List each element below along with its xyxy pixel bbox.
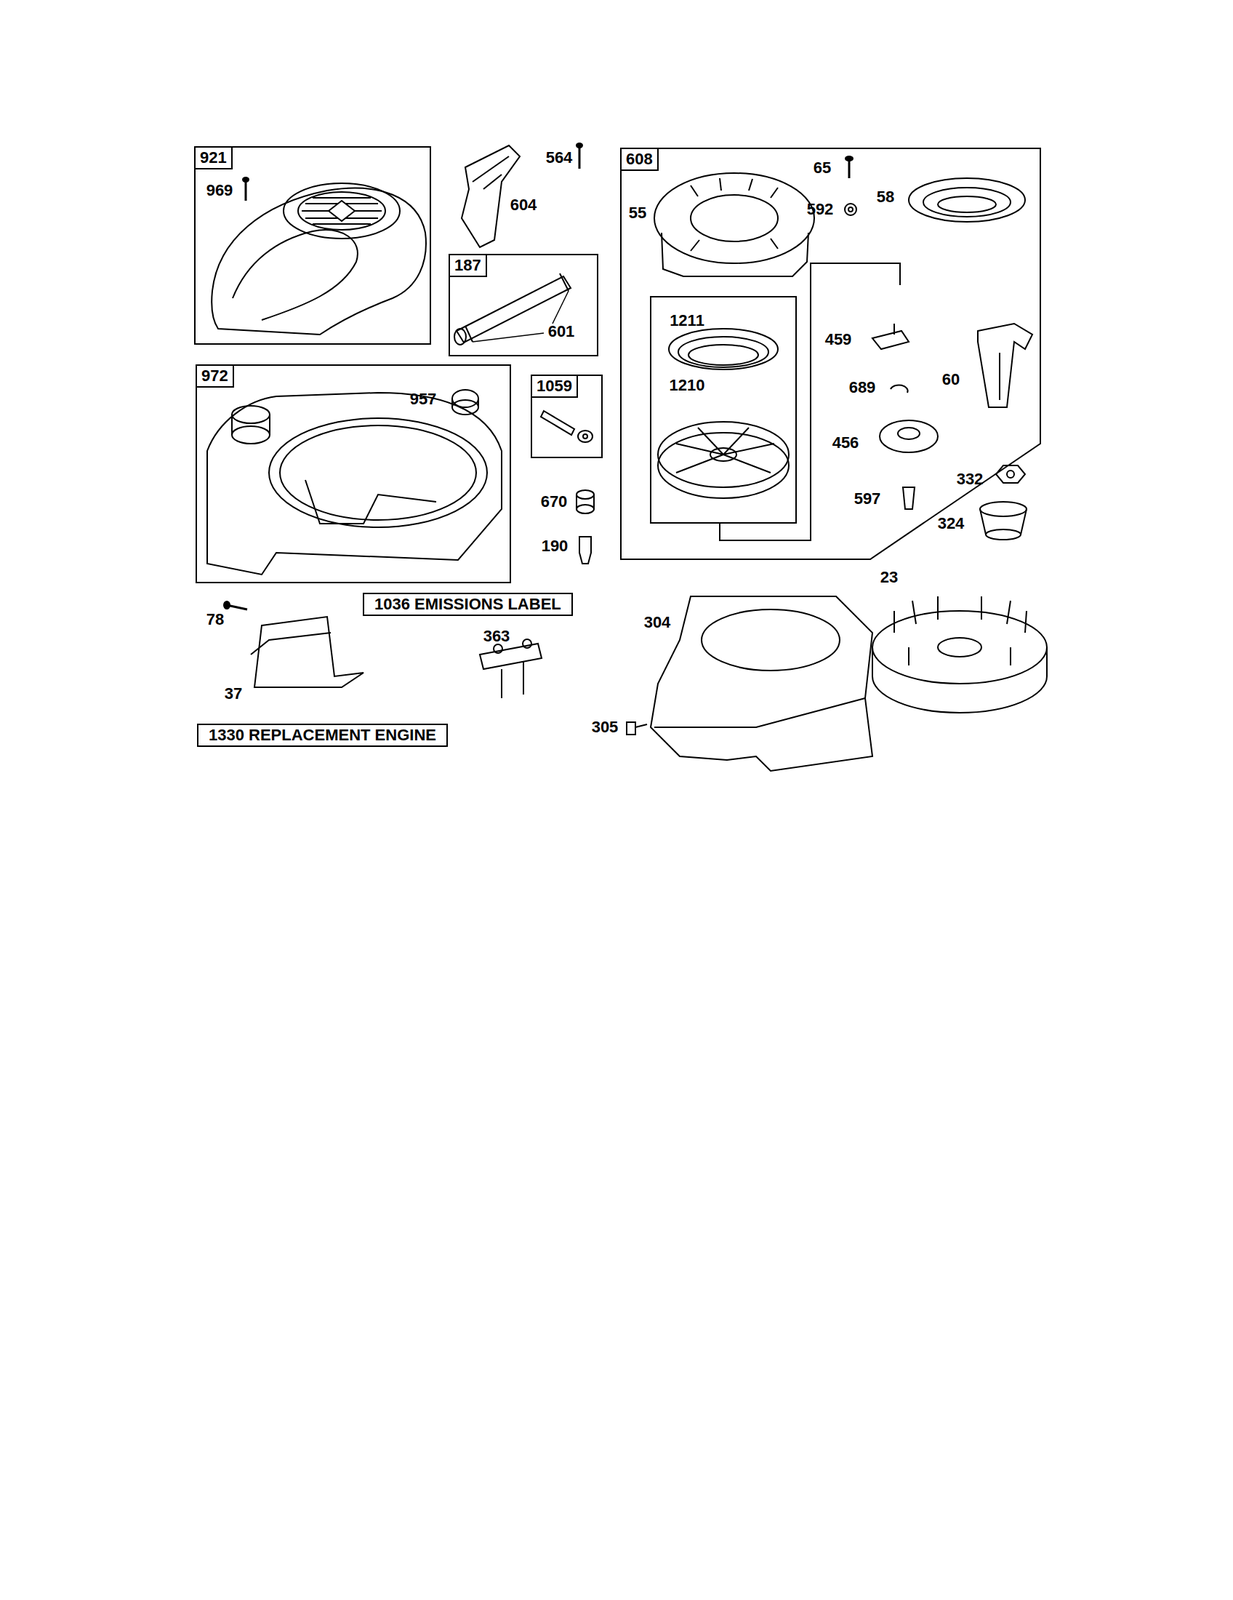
callout-number: 305 — [591, 718, 619, 736]
cover-group: 921 — [194, 146, 432, 345]
blower-housing — [650, 596, 873, 771]
callout-number: 601 — [548, 322, 576, 341]
group-number: 608 — [620, 147, 659, 171]
callout-number: 58 — [876, 188, 895, 206]
group-number: 187 — [448, 253, 488, 277]
callout-number: 190 — [541, 537, 569, 555]
callout-number: 670 — [540, 492, 568, 511]
callout-number: 23 — [880, 568, 898, 586]
callout-number: 65 — [813, 159, 831, 177]
callout-number: 597 — [854, 490, 882, 508]
callout-number: 1210 — [669, 376, 706, 395]
callout-number: 78 — [206, 610, 224, 629]
fuel-tank-housing — [207, 389, 502, 575]
tag-text: 1036 EMISSIONS LABEL — [374, 594, 562, 614]
bolt-group: 1059 — [530, 374, 603, 459]
callout-number: 592 — [806, 200, 834, 219]
callout-number: 969 — [206, 181, 234, 200]
callout-number: 1211 — [669, 311, 705, 330]
group-number: 972 — [195, 364, 235, 388]
callout-number: 363 — [483, 627, 511, 645]
callout-number: 304 — [644, 613, 672, 632]
callout-number: 459 — [825, 330, 853, 349]
tag-text: 1330 REPLACEMENT ENGINE — [208, 725, 437, 745]
callout-number: 957 — [410, 390, 437, 408]
callout-number: 604 — [510, 196, 538, 214]
callout-number: 564 — [545, 149, 573, 167]
callout-number: 324 — [937, 514, 965, 533]
callout-number: 37 — [224, 684, 243, 703]
starter-parts — [654, 156, 1033, 541]
callout-number: 456 — [832, 434, 860, 452]
flywheel — [872, 596, 1047, 713]
housing-group: 972 — [195, 364, 512, 584]
callout-number: 55 — [628, 204, 647, 222]
tube-group: 187 — [448, 253, 599, 357]
engine-cover — [211, 183, 427, 335]
callout-number: 689 — [849, 378, 877, 397]
callout-number: 60 — [942, 370, 960, 389]
emissions-tag: 1036 EMISSIONS LABEL — [362, 592, 573, 616]
engine-tag: 1330 REPLACEMENT ENGINE — [197, 723, 448, 747]
pulley-group: 1211 1210 — [649, 295, 797, 524]
callout-number: 332 — [956, 470, 984, 488]
group-number: 1059 — [530, 374, 578, 398]
group-number: 921 — [194, 146, 233, 170]
